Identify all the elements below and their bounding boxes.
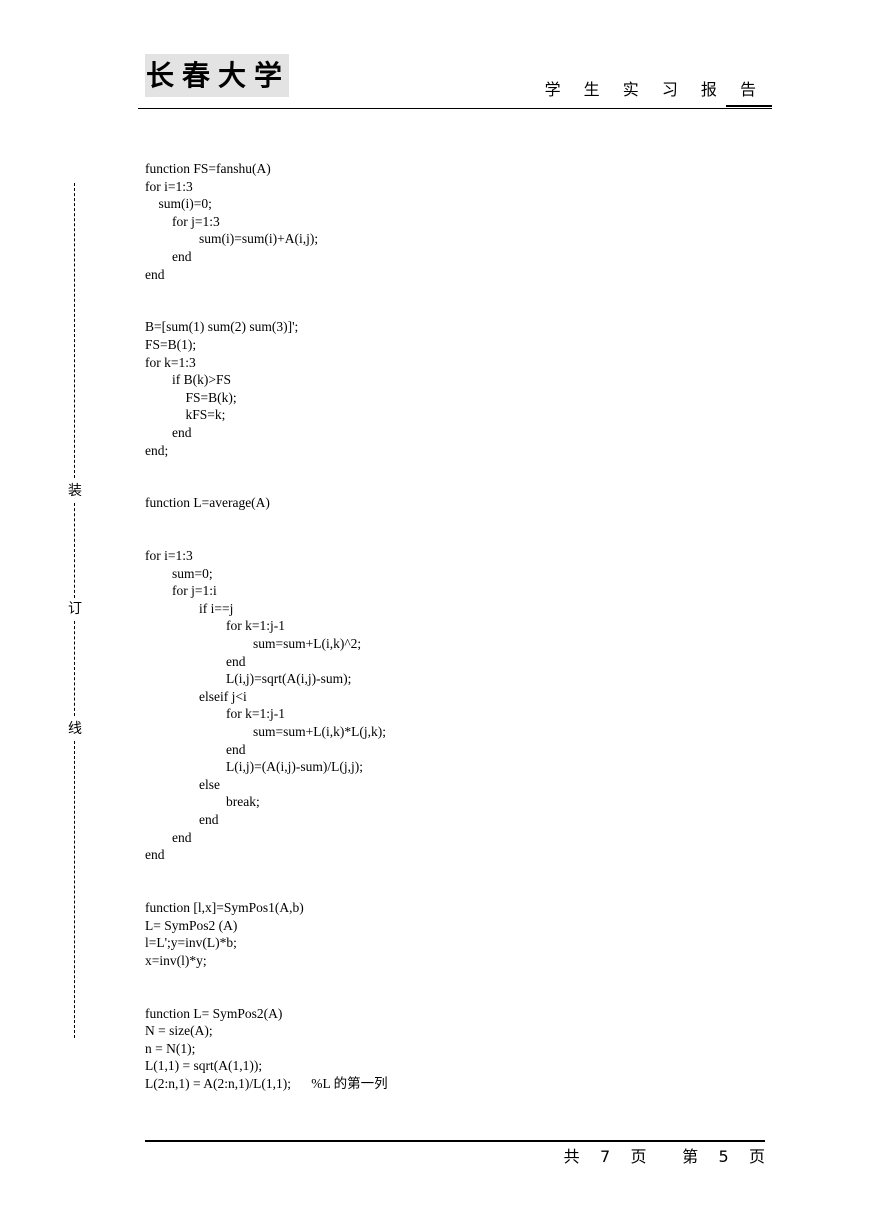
current-label: 第 <box>682 1147 699 1166</box>
code-line <box>145 512 388 530</box>
code-line: end <box>145 829 192 845</box>
code-line: function [l,x]=SymPos1(A,b) <box>145 899 304 915</box>
university-title: 长春大学 <box>145 54 289 97</box>
code-line: N = size(A); <box>145 1023 213 1039</box>
code-line: sum=0; <box>145 565 213 581</box>
code-line: for k=1:3 <box>145 354 196 370</box>
binding-line: 装 订 线 <box>67 183 83 1038</box>
code-line: end <box>145 847 165 863</box>
code-line <box>145 529 388 547</box>
code-line: end <box>145 424 192 440</box>
code-line: for j=1:3 <box>145 213 220 229</box>
code-line <box>145 969 388 987</box>
code-line: for j=1:i <box>145 583 217 599</box>
code-line: kFS=k; <box>145 407 226 423</box>
binding-mark-ding: 订 <box>67 601 83 617</box>
code-line: L(2:n,1) = A(2:n,1)/L(1,1); %L 的第一列 <box>145 1075 388 1091</box>
page-unit: 页 <box>630 1147 647 1166</box>
code-line: FS=B(k); <box>145 389 237 405</box>
code-line: end <box>145 266 165 282</box>
code-line: if B(k)>FS <box>145 372 231 388</box>
code-line: L= SymPos2 (A) <box>145 917 238 933</box>
total-pages: 7 <box>599 1147 611 1166</box>
code-line: sum=sum+L(i,k)*L(j,k); <box>145 724 386 739</box>
code-line: L(1,1) = sqrt(A(1,1)); <box>145 1058 263 1074</box>
code-line <box>145 459 388 477</box>
current-page: 5 <box>718 1147 729 1166</box>
code-line: sum(i)=0; <box>145 196 212 212</box>
code-line: x=inv(l)*y; <box>145 952 207 968</box>
code-line: function L= SymPos2(A) <box>145 1005 283 1021</box>
code-line: for k=1:j-1 <box>145 618 285 634</box>
code-line: for k=1:j-1 <box>145 706 285 722</box>
binding-mark-xian: 线 <box>67 721 83 737</box>
code-line: end <box>145 248 192 264</box>
code-line: end <box>145 653 246 669</box>
code-line: for i=1:3 <box>145 548 193 564</box>
footer-rule <box>145 1140 765 1142</box>
code-line: n = N(1); <box>145 1040 196 1056</box>
total-label: 共 <box>563 1147 580 1166</box>
code-line <box>145 477 388 495</box>
code-line: L(i,j)=(A(i,j)-sum)/L(j,j); <box>145 759 363 775</box>
code-line <box>145 283 388 301</box>
binding-mark-zhuang: 装 <box>67 483 83 499</box>
code-line: if i==j <box>145 600 234 616</box>
header-rule-accent <box>726 105 772 107</box>
binding-dash <box>74 183 75 478</box>
code-line <box>145 301 388 319</box>
page-unit: 页 <box>748 1147 765 1166</box>
code-line: break; <box>145 794 260 810</box>
code-listing: function FS=fanshu(A) for i=1:3 sum(i)=0;… <box>145 160 388 1092</box>
code-line: end; <box>145 442 169 458</box>
binding-dash <box>74 503 75 598</box>
code-line: l=L';y=inv(L)*b; <box>145 935 237 951</box>
code-line: end <box>145 741 246 757</box>
code-line: else <box>145 776 220 792</box>
binding-dash <box>74 741 75 1038</box>
header-rule <box>138 108 772 109</box>
code-line: L(i,j)=sqrt(A(i,j)-sum); <box>145 671 352 687</box>
code-line <box>145 881 388 899</box>
code-line: sum=sum+L(i,k)^2; <box>145 636 362 652</box>
code-line: FS=B(1); <box>145 336 197 352</box>
code-line: end <box>145 811 219 827</box>
code-line: for i=1:3 <box>145 178 193 194</box>
code-line: function L=average(A) <box>145 495 270 511</box>
page-footer: 共 7 页 第 5 页 <box>564 1143 765 1167</box>
code-line <box>145 864 388 882</box>
code-line: function FS=fanshu(A) <box>145 161 271 176</box>
code-line: sum(i)=sum(i)+A(i,j); <box>145 231 319 247</box>
report-title: 学 生 实 习 报 告 <box>544 80 765 99</box>
code-line: elseif j<i <box>145 688 247 704</box>
code-line <box>145 987 388 1005</box>
binding-dash <box>74 621 75 716</box>
code-line: B=[sum(1) sum(2) sum(3)]'; <box>145 319 299 335</box>
